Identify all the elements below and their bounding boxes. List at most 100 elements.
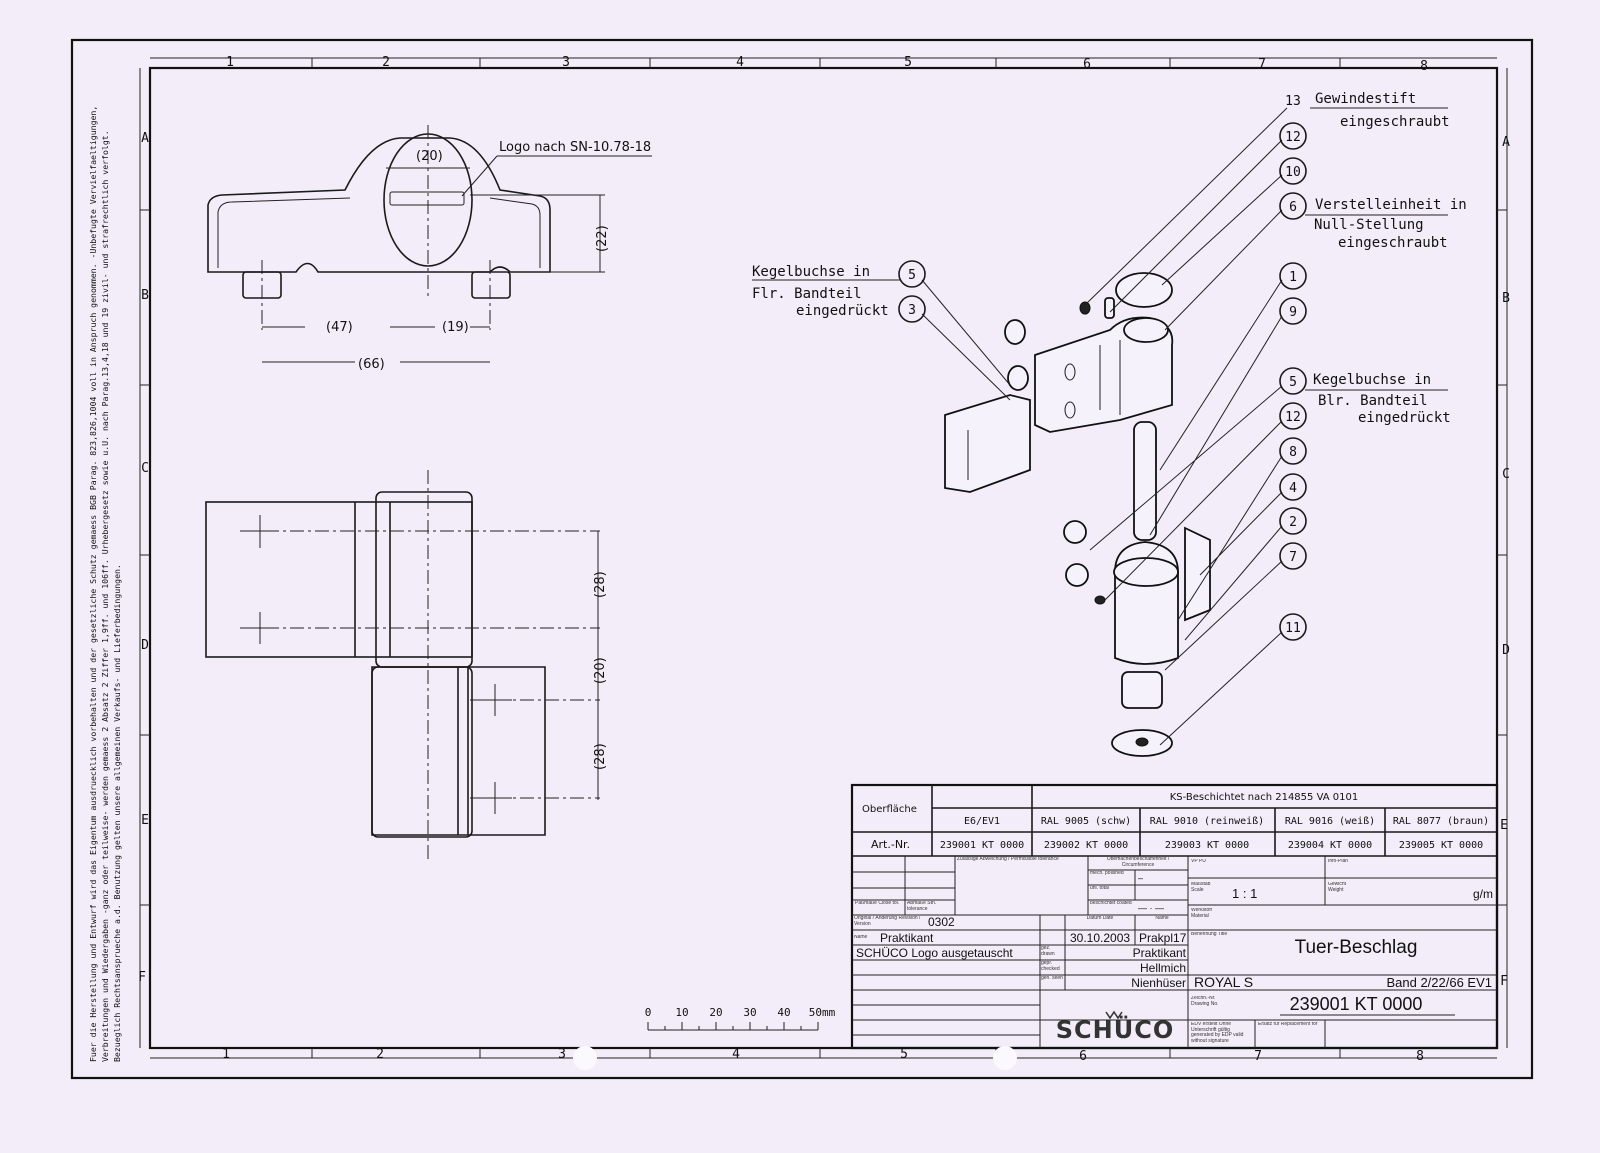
dim-left: (47) [326,320,353,335]
row-label-left: C [141,461,149,476]
col-label-bottom: 3 [558,1047,566,1062]
col-label-top: 6 [1083,57,1091,72]
drawing-number: 239001 KT 0000 [1290,994,1423,1014]
balloon-6: 6 [1289,200,1297,215]
callout-kegelbuchse-blr-note: Blr. Bandteil [1318,393,1428,409]
surface-label: Oberfläche [862,804,917,815]
name-row-label: Name [854,935,868,940]
callout-labels: Gewindestift eingeschraubt Verstelleinhe… [752,91,1467,426]
checked-by: Hellmich [1140,961,1186,975]
coated-label: beschichtet coated [1090,901,1132,906]
dim-right: (19) [442,320,469,335]
scale-value: 1 : 1 [1232,886,1257,901]
logo-note: Logo nach SN-10.78-18 [499,140,651,155]
finish-e6-ev1: E6/EV1 [964,816,1000,827]
row-label-right: F [1500,974,1508,989]
zone-labels: 1 2 3 4 5 6 7 8 1 2 3 4 5 6 7 8 A B C D … [138,55,1510,1064]
article-number: 239001 KT 0000 [940,840,1024,851]
callout-gewindestift: Gewindestift [1315,91,1416,107]
weight-unit: g/m [1473,887,1493,901]
mech-label: mech. polished [1090,871,1124,876]
deviation-label: Abmaße Stn. tolerance [907,901,937,912]
finish-ral-9005: RAL 9005 (schw) [1041,816,1131,827]
balloon-1: 1 [1289,270,1297,285]
row-label-right: A [1502,135,1510,150]
scale-bar: 0 10 20 30 40 50mm [645,1006,836,1031]
col-label-top: 5 [904,55,912,70]
col-label-bottom: 6 [1079,1049,1087,1064]
drawing-no-label: Zeichn.-Nr. Drawing No. [1191,996,1219,1007]
title-block: Oberfläche KS-Beschichtet nach 214855 VA… [850,783,1499,1050]
drawing-title: Tuer-Beschlag [1295,937,1418,958]
row-label-right: E [1500,818,1508,833]
top-view: (20) Logo nach SN-10.78-18 (22) (47) (19… [207,125,652,372]
callout-verstelleinheit-note: eingeschraubt [1338,235,1448,251]
row-label-left: D [141,638,149,653]
schueco-logo: SCHÜCO [1056,1010,1175,1044]
finish-ral-9010: RAL 9010 (reinweiß) [1150,816,1264,827]
surface-quality-label: Oberflächenbeschaffenheit / Circumferenc… [1106,857,1170,868]
date: 30.10.2003 [1070,931,1130,945]
col-label-bottom: 4 [732,1047,740,1062]
col-label-bottom: 8 [1416,1049,1424,1064]
col-label-top: 1 [226,55,234,70]
callout-verstelleinheit: Verstelleinheit in [1315,197,1467,213]
article-number: 239005 KT 0000 [1399,840,1483,851]
material-label: Werkstoff Material [1191,908,1212,919]
fit-label: Paßmaße Close tol. [855,901,900,906]
balloons: 13 12 10 6 1 9 5 12 8 4 2 7 11 5 3 [898,94,1307,641]
date-label: Datum Date [1086,916,1114,921]
edv-label: EDV erstellt Ohne Unterschrift gültig ge… [1191,1022,1244,1044]
scale-label: 40 [777,1006,790,1019]
balloon-12: 12 [1285,410,1301,425]
change-note: SCHÜCO Logo ausgetauscht [856,946,1013,960]
col-label-top: 2 [382,55,390,70]
mech-value: – [1138,873,1143,883]
col-label-bottom: 7 [1254,1049,1262,1064]
balloon-7: 7 [1289,550,1297,565]
balloon-5: 5 [1289,375,1297,390]
col-label-top: 7 [1258,57,1266,72]
finish-ral-9016: RAL 9016 (weiß) [1285,816,1375,827]
front-view: (28) (20) (28) [205,470,608,860]
svg-text:SCHÜCO: SCHÜCO [1056,1014,1175,1044]
col-label-top: 4 [736,55,744,70]
row-label-right: D [1502,643,1510,658]
col-label-bottom: 1 [222,1047,230,1062]
callout-verstelleinheit-note: Null-Stellung [1314,217,1424,233]
balloon-9: 9 [1289,305,1297,320]
revision-label: Original / Änderung Revision / Version [854,916,921,927]
balloon-11: 11 [1285,621,1301,636]
checked-label: gepr. checked [1041,961,1060,972]
copyright-line: Fuer die Herstellung und Entwurf wird da… [88,106,98,1062]
punch-hole [573,1046,597,1070]
row-label-left: E [141,813,149,828]
callout-kegelbuchse-flr-note: eingedrückt [796,303,889,319]
revision-value: 0302 [928,915,955,929]
weight-label: Gewicht Weight [1328,882,1347,893]
drawn-by: Praktikant [1133,946,1187,960]
article-label: Art.-Nr. [871,838,910,851]
balloon-10: 10 [1285,165,1301,180]
dim-upper: (28) [593,571,608,598]
balloon-12: 12 [1285,130,1301,145]
dim-middle: (20) [593,657,608,684]
col-label-bottom: 5 [900,1047,908,1062]
callout-kegelbuchse-flr: Kegelbuchse in [752,264,870,280]
callout-gewindestift-note: eingeschraubt [1340,114,1450,130]
approved-label: gen. seen [1041,976,1063,981]
balloon-4: 4 [1289,481,1297,496]
tolerance-label: Zulässige Abweichung / Permissible toler… [957,857,1059,862]
zone-grid [139,57,1508,1059]
col-label-top: 8 [1420,59,1428,74]
dim-height: (22) [595,225,610,252]
vp-label: VP PU [1191,859,1206,864]
leader-lines [752,107,1448,746]
balloon-3: 3 [908,303,916,318]
row-label-right: C [1502,467,1510,482]
copyright-line: Verbreitungen und Wiedergaben -ganz oder… [100,130,110,1062]
exploded-view [944,272,1211,757]
callout-kegelbuchse-flr-note: Flr. Bandteil [752,286,862,302]
callout-kegelbuchse-blr: Kegelbuchse in [1313,372,1431,388]
